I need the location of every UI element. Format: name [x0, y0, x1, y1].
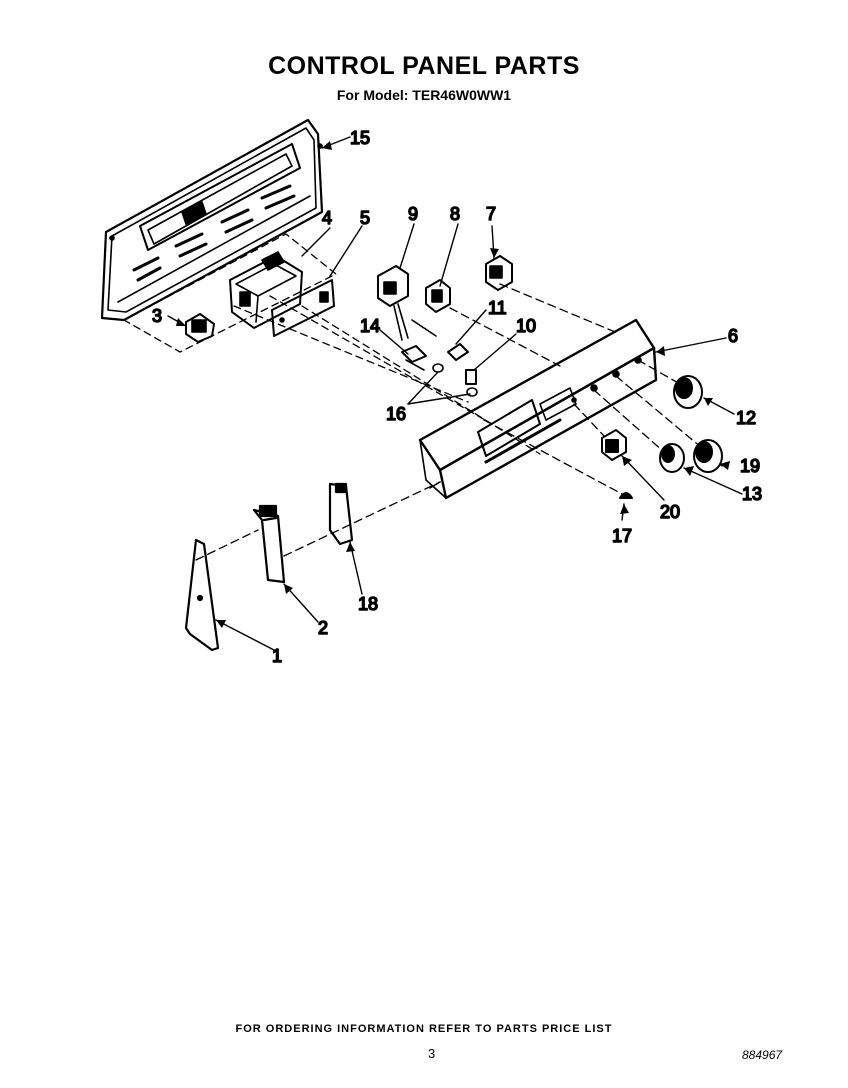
- document-number: 884967: [742, 1048, 783, 1062]
- part-6-control-panel: [418, 318, 658, 500]
- part-3-switch: [185, 313, 215, 343]
- callout-13: 13: [742, 484, 762, 504]
- callout-20: 20: [660, 502, 680, 522]
- part-13-knob: [659, 443, 685, 473]
- callout-15: 15: [350, 128, 370, 148]
- part-7-switch: [485, 255, 513, 291]
- part-19-knob: [693, 439, 723, 473]
- callout-14: 14: [360, 316, 380, 336]
- callout-6: 6: [728, 326, 738, 346]
- callout-19: 19: [740, 456, 760, 476]
- part-8-switch: [425, 279, 451, 313]
- callout-7: 7: [486, 204, 496, 224]
- page-number: 3: [428, 1046, 436, 1061]
- alignment-lines: [195, 283, 703, 561]
- part-1-end-cap: [184, 538, 220, 652]
- callout-16: 16: [386, 404, 406, 424]
- part-17-indicator-light: [619, 492, 633, 499]
- page-title: CONTROL PANEL PARTS: [268, 52, 580, 80]
- callout-12: 12: [736, 408, 756, 428]
- callout-8: 8: [450, 204, 460, 224]
- model-subtitle: For Model: TER46W0WW1: [336, 87, 512, 103]
- callout-11: 11: [488, 298, 507, 318]
- mounting-area-outline: [123, 233, 541, 455]
- part-18-end-trim: [328, 482, 354, 546]
- part-2-end-bracket: [252, 504, 286, 584]
- callout-9: 9: [408, 204, 418, 224]
- callout-leader-lines: [167, 136, 743, 651]
- callout-10: 10: [516, 316, 536, 336]
- part-12-knob: [673, 375, 703, 409]
- callout-1: 1: [272, 646, 282, 666]
- callout-4: 4: [322, 208, 332, 228]
- part-20-rocker-switch: [601, 429, 627, 461]
- callout-17: 17: [612, 526, 632, 546]
- arrowheads: [176, 141, 730, 628]
- part-5-plate: [271, 279, 335, 337]
- callout-18: 18: [358, 594, 378, 614]
- callout-2: 2: [318, 618, 328, 638]
- part-4-bracket: [229, 251, 303, 329]
- part-15-rear-panel: [100, 118, 324, 322]
- part-9-infinite-switch: [377, 265, 409, 341]
- callout-5: 5: [360, 208, 370, 228]
- ordering-note: FOR ORDERING INFORMATION REFER TO PARTS …: [235, 1023, 613, 1035]
- parts-14-16-11-10-small-components: [401, 319, 478, 397]
- callout-3: 3: [152, 306, 162, 326]
